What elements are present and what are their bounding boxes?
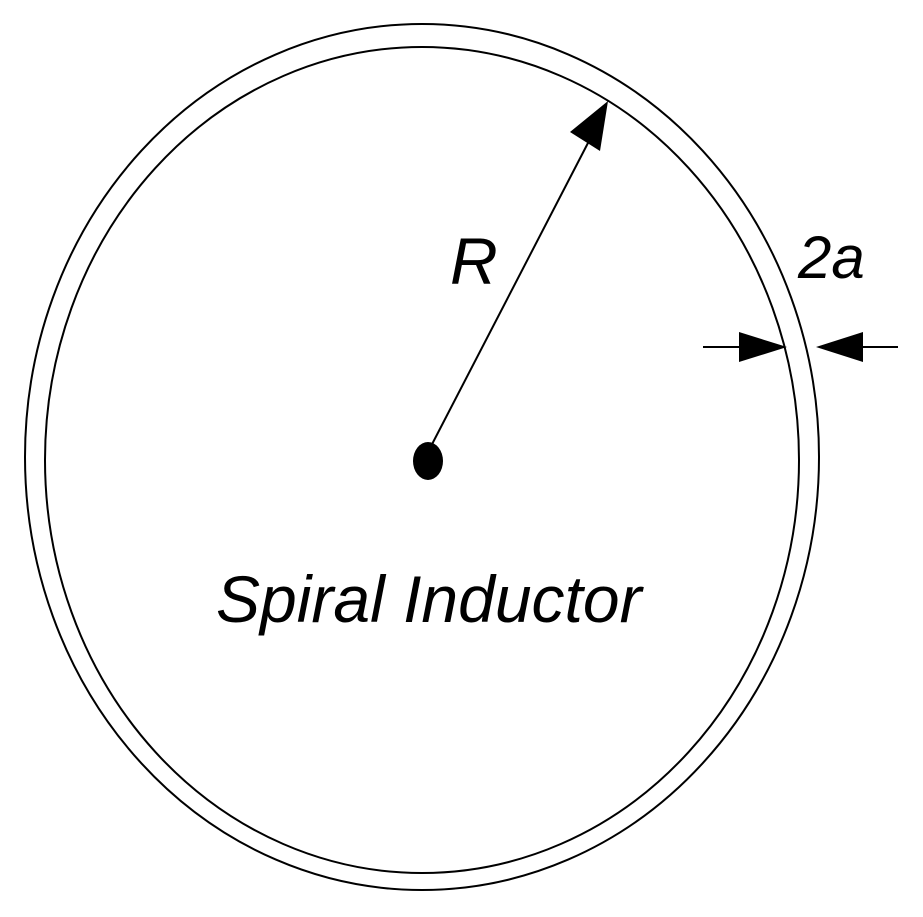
radius-arrow-line bbox=[427, 140, 590, 453]
radius-arrowhead bbox=[570, 101, 608, 151]
radius-label: R bbox=[450, 224, 498, 298]
diagram-title: Spiral Inductor bbox=[216, 562, 642, 636]
outer-conductor-edge bbox=[24, 23, 820, 891]
inner-conductor-edge bbox=[44, 46, 800, 874]
thickness-arrowhead-right bbox=[816, 332, 863, 362]
thickness-label: 2a bbox=[798, 224, 865, 291]
thickness-arrowhead-left bbox=[739, 332, 787, 362]
center-point bbox=[413, 442, 443, 480]
